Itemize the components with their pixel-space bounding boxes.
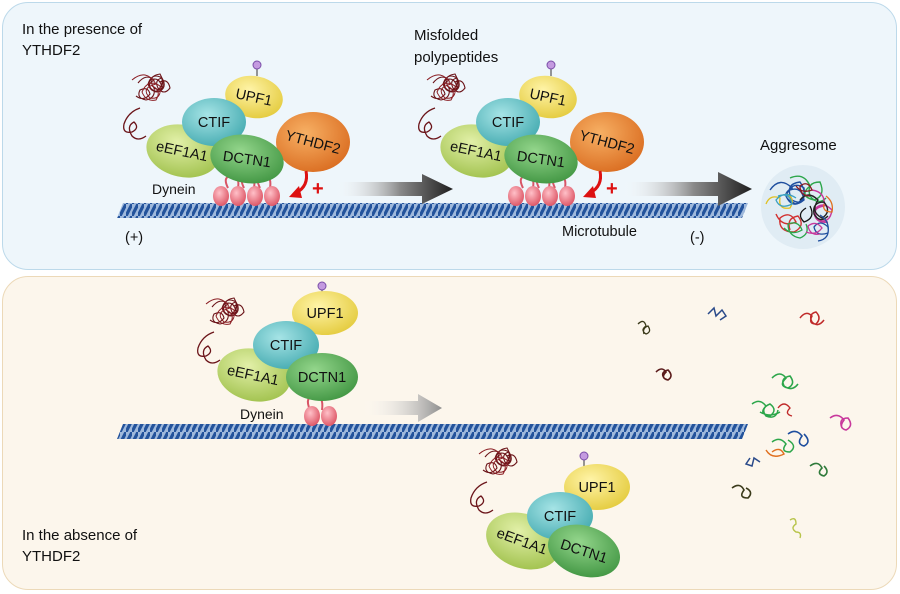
svg-text:CTIF: CTIF (492, 115, 524, 131)
top-panel-title: In the presence of YTHDF2 (22, 21, 146, 59)
misfolded-polypeptide-icon (123, 73, 171, 140)
svg-text:+: + (606, 178, 618, 200)
svg-text:UPF1: UPF1 (578, 480, 615, 496)
microtubule-label: Microtubule (562, 224, 637, 240)
bottom-complex-bound: Dynein UPF1 eEF1A1 CTIF DCTN1 (197, 281, 358, 426)
svg-text:DCTN1: DCTN1 (516, 149, 566, 172)
activation-arrow: + (583, 170, 618, 200)
svg-text:UPF1: UPF1 (234, 86, 274, 109)
misfolded-polypeptide-icon (418, 73, 466, 140)
svg-text:CTIF: CTIF (198, 115, 230, 131)
ythdf2-protein: YTHDF2 (570, 112, 644, 172)
svg-text:UPF1: UPF1 (306, 306, 343, 322)
aggresome-icon (761, 165, 845, 249)
scattered-aggregates (637, 306, 852, 539)
top-dynein-label: Dynein (152, 181, 196, 197)
top-complex-2: Misfolded polypeptides UPF1 YTHDF2 eEF1A… (414, 27, 644, 206)
misfolded-polypeptide-icon (197, 297, 245, 364)
svg-text:UPF1: UPF1 (528, 86, 568, 109)
weak-transport-arrow (362, 394, 442, 422)
dctn1-protein: DCTN1 (286, 353, 358, 401)
misfolded-label: Misfolded polypeptides (414, 27, 498, 66)
bottom-dynein-label: Dynein (240, 406, 284, 422)
transport-arrow-2 (622, 172, 752, 206)
svg-text:DCTN1: DCTN1 (298, 370, 346, 386)
ctif-protein: CTIF (182, 98, 246, 146)
top-complex-1: Dynein UPF1 YTHDF2 eEF1A1 CTIF DCTN1 (123, 60, 350, 206)
activation-arrow: + (289, 170, 324, 200)
bottom-complex-free: UPF1 eEF1A1 CTIF DCTN1 (470, 447, 630, 578)
misfolded-polypeptide-icon (470, 447, 518, 514)
plus-end-label: (+) (125, 230, 143, 246)
svg-text:+: + (312, 178, 324, 200)
minus-end-label: (-) (690, 230, 705, 246)
dynein-motor (508, 174, 575, 206)
phosphate-icon (546, 60, 556, 76)
bottom-microtubule (117, 424, 748, 439)
dctn1-protein: DCTN1 (210, 134, 284, 184)
transport-arrow-1 (335, 174, 453, 204)
svg-text:DCTN1: DCTN1 (222, 149, 272, 172)
svg-text:CTIF: CTIF (544, 509, 576, 525)
ctif-protein: CTIF (476, 98, 540, 146)
ythdf2-protein: YTHDF2 (276, 112, 350, 172)
bottom-panel-title: In the absence of YTHDF2 (22, 527, 141, 565)
upf1-protein: UPF1 (292, 291, 358, 335)
phosphate-icon (579, 451, 589, 467)
dctn1-protein: DCTN1 (547, 524, 621, 578)
aggresome-label: Aggresome (760, 137, 837, 154)
top-microtubule (117, 203, 748, 218)
phosphate-icon (252, 60, 262, 76)
svg-text:CTIF: CTIF (270, 338, 302, 354)
dctn1-protein: DCTN1 (504, 134, 578, 184)
